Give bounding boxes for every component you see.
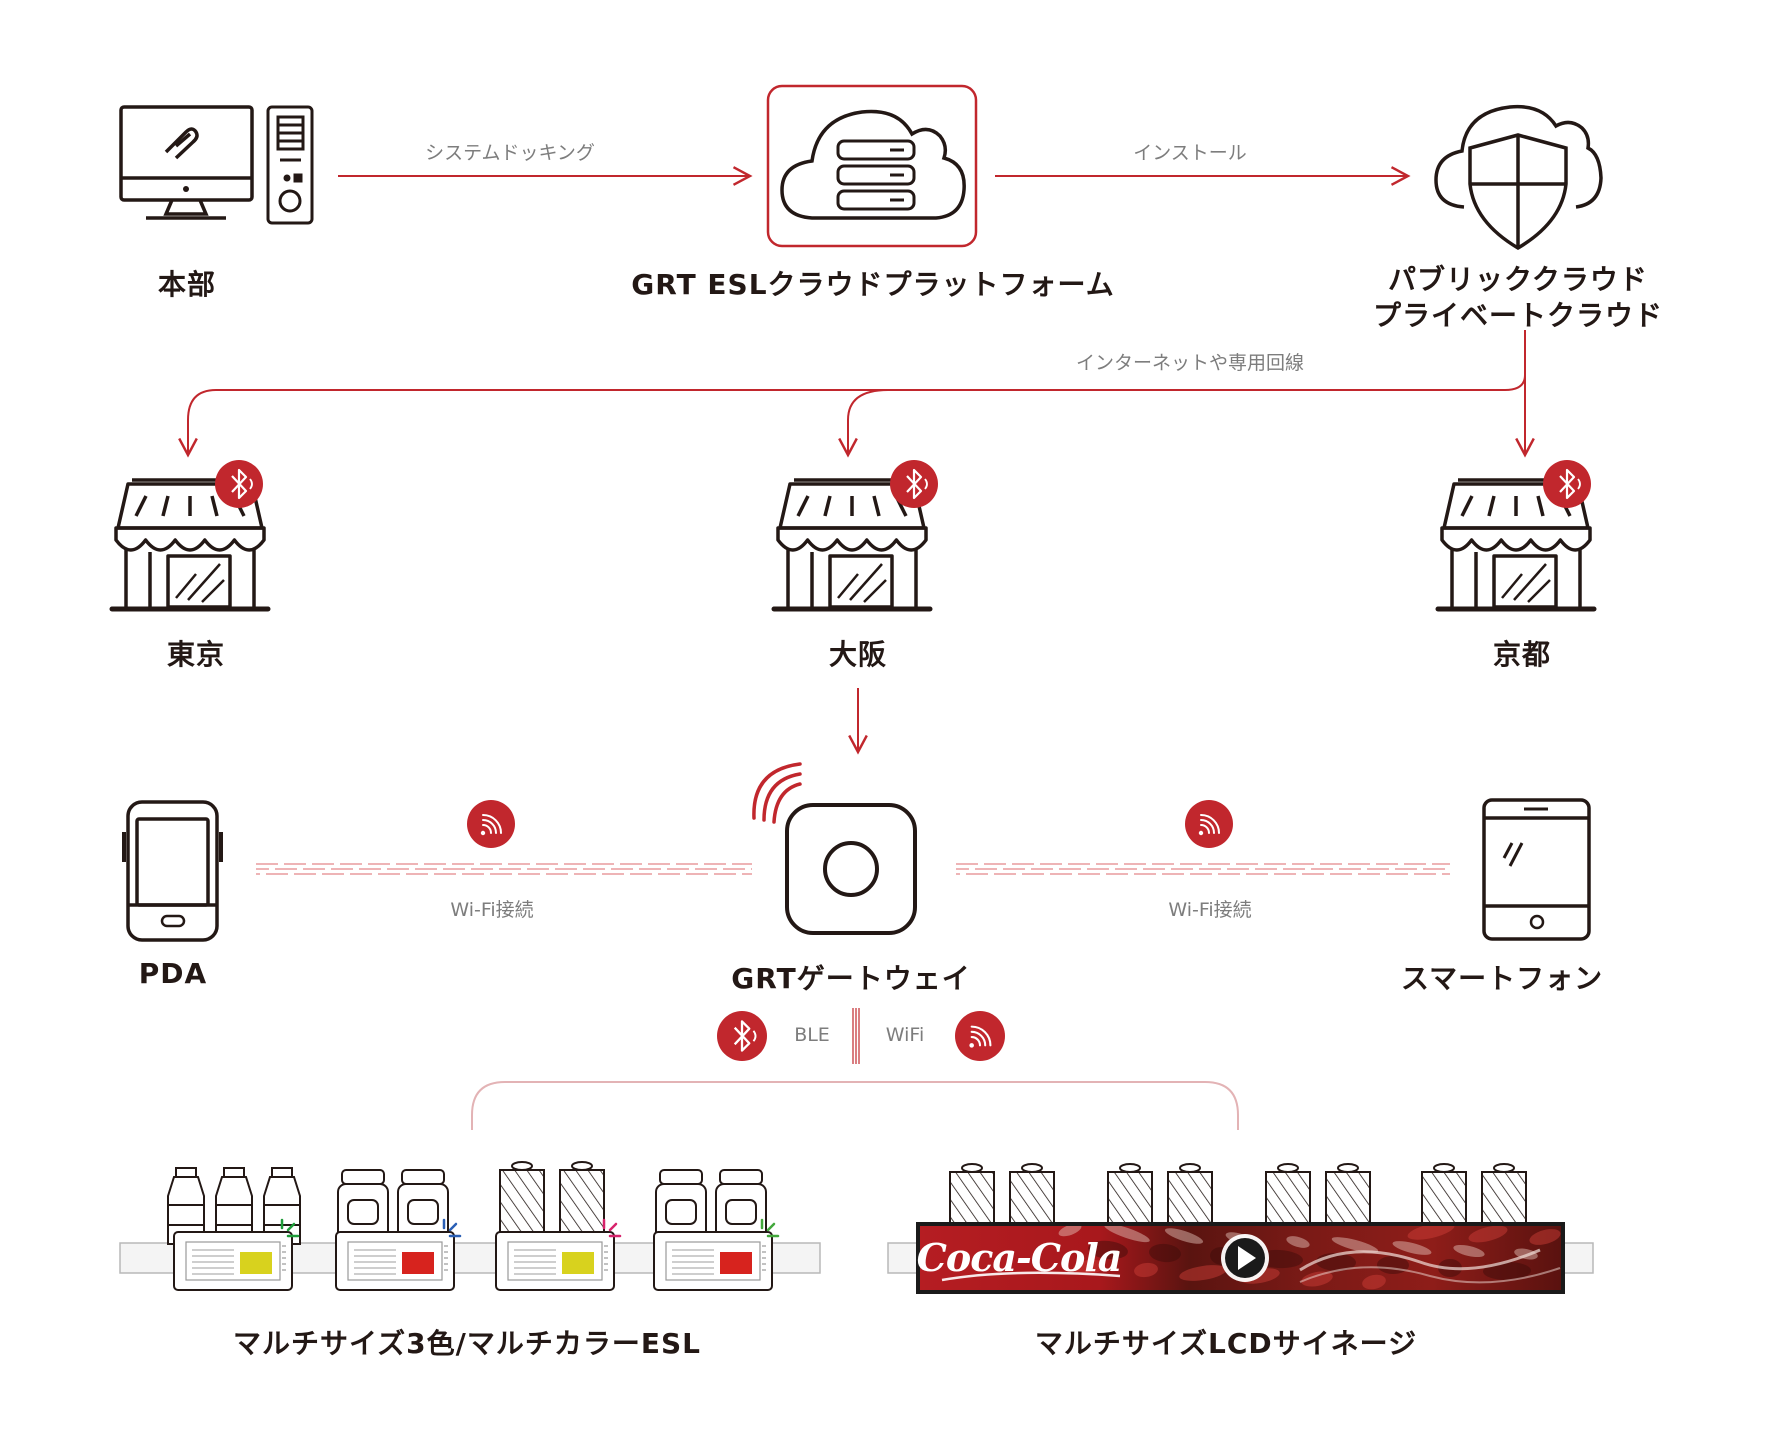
edge-label-docking: システムドッキング	[425, 142, 595, 164]
signal-spark-icon	[760, 1218, 780, 1238]
wifi-icon	[955, 1011, 1005, 1061]
bluetooth-icon	[890, 460, 938, 508]
edge-label-install: インストール	[1133, 142, 1247, 164]
lcd-brand-text: Coca-Cola	[916, 1235, 1123, 1280]
jar-icon	[655, 1169, 707, 1245]
gateway-icon	[752, 762, 917, 935]
wifi-icon	[1185, 800, 1233, 848]
edge-label-wifi-left: Wi-Fi接続	[450, 899, 534, 921]
bluetooth-icon	[215, 460, 263, 508]
jar-icon	[337, 1169, 389, 1245]
node-label-kyoto: 京都	[1492, 638, 1552, 671]
bottle-icon	[167, 1167, 205, 1245]
node-label-cloud: パブリッククラウド プライベートクラウド	[1373, 262, 1663, 334]
esl-tag-icon	[335, 1218, 462, 1291]
node-label-esl: マルチサイズ3色/マルチカラーESL	[232, 1327, 702, 1360]
node-label-osaka: 大阪	[828, 638, 888, 671]
cloud-shield-icon	[1434, 104, 1603, 251]
node-label-honbu: 本部	[157, 268, 217, 301]
jar-icon	[715, 1169, 767, 1245]
signal-spark-icon	[602, 1218, 622, 1238]
node-label-smartphone: スマートフォン	[1400, 962, 1604, 995]
node-label-pda: PDA	[138, 957, 208, 990]
esl-tag-icon	[653, 1218, 780, 1291]
signal-spark-icon	[442, 1218, 462, 1238]
protocol-label-wifi: WiFi	[885, 1024, 925, 1046]
smartphone-icon	[1482, 798, 1591, 941]
jar-icon	[397, 1169, 449, 1245]
wifi-connection-lines	[256, 863, 1450, 875]
protocol-divider	[852, 1008, 860, 1064]
bluetooth-icon	[717, 1011, 767, 1061]
wifi-icon	[467, 800, 515, 848]
store-icon-kyoto	[1435, 478, 1597, 612]
esl-tag-icon	[495, 1218, 622, 1291]
cloud-label-line1: パブリッククラウド	[1388, 263, 1648, 296]
pc-tower-icon	[266, 105, 314, 225]
edge-label-network: インターネットや専用回線	[1075, 352, 1305, 374]
node-label-platform: GRT ESLクラウドプラットフォーム	[631, 268, 1115, 301]
esl-tag-icon	[173, 1218, 300, 1291]
protocol-label-ble: BLE	[794, 1024, 830, 1046]
pda-icon	[122, 800, 223, 942]
node-label-lcd: マルチサイズLCDサイネージ	[1034, 1327, 1418, 1360]
node-label-gateway: GRTゲートウェイ	[731, 962, 971, 995]
device-bracket	[471, 1081, 1239, 1130]
play-icon	[1221, 1234, 1269, 1282]
signal-spark-icon	[280, 1218, 300, 1238]
cloud-server-icon	[766, 84, 978, 248]
esl-shelf	[119, 1161, 821, 1291]
edge-label-wifi-right: Wi-Fi接続	[1168, 899, 1252, 921]
network-lines	[178, 330, 1535, 458]
cloud-label-line2: プライベートクラウド	[1372, 299, 1664, 332]
node-label-tokyo: 東京	[166, 638, 226, 671]
bluetooth-icon	[1543, 460, 1591, 508]
lcd-shelf	[887, 1163, 1594, 1294]
monitor-icon	[119, 105, 254, 220]
lcd-signage-icon	[916, 1222, 1565, 1294]
